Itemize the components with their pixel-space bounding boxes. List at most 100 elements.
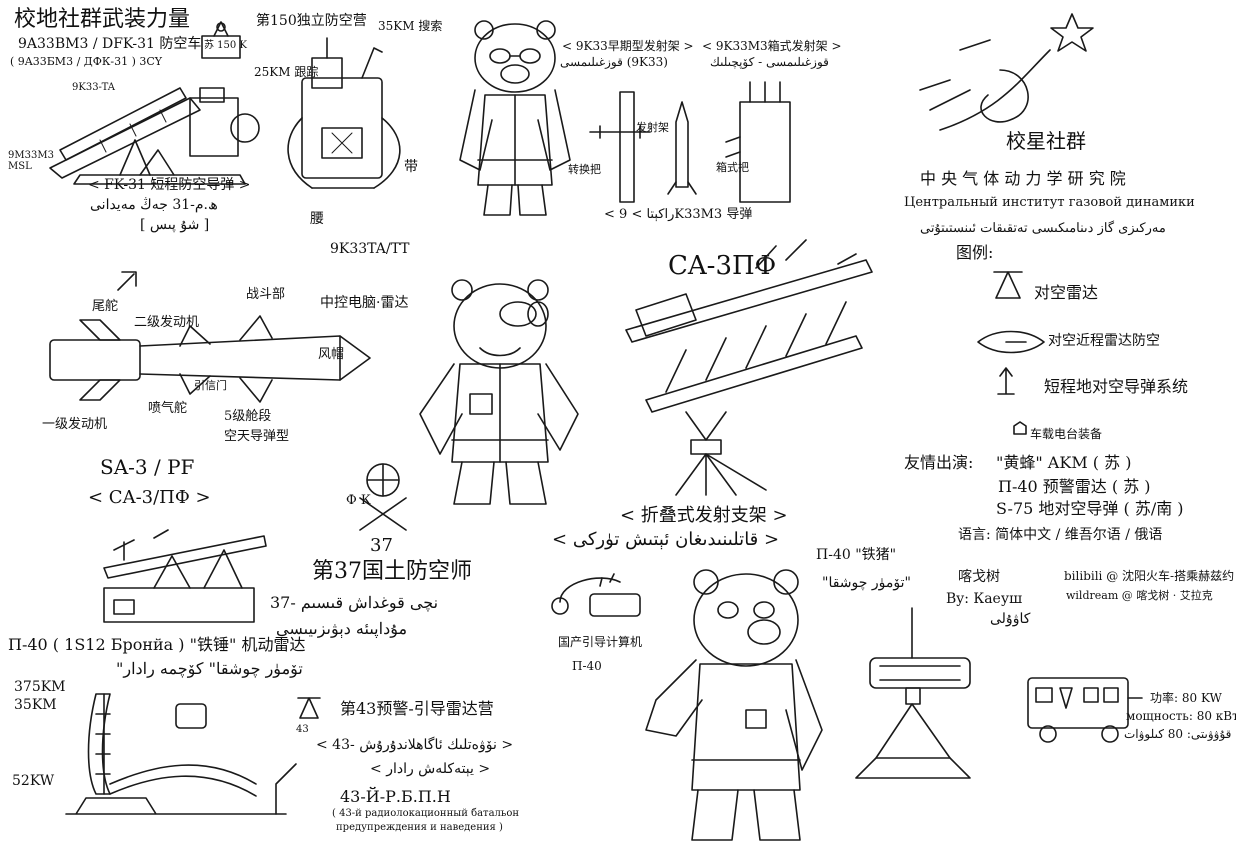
command-vehicle-drawing (1027, 677, 1143, 743)
division-emblem-icon (359, 463, 407, 531)
institute-zh: 中 央 气 体 动 力 学 研 究 院 (920, 169, 1126, 188)
institute-ru: Центральный институт газовой динамики (904, 195, 1195, 210)
languages-line: 语言: 简体中文 / 维吾尔语 / 俄语 (958, 527, 1163, 543)
artist-zh: 喀戈树 (958, 569, 1000, 585)
legend-item-radar: 对空雷达 (1034, 283, 1099, 302)
ca3pf-caption: < 折叠式发射支架 > (620, 505, 788, 526)
sheet-title: 校地社群武装力量 (14, 7, 191, 32)
9k33-vehicle-drawing (287, 37, 401, 189)
artist-ug: كاۋۇلى (990, 611, 1031, 627)
bear-mascot-1-drawing (459, 20, 571, 216)
battalion-ru-2: ( 43-й радиолокационный батальон (332, 808, 520, 819)
part-guidance: 中控电脑·雷达 (320, 295, 409, 311)
legend-title: 图例: (956, 243, 994, 262)
battalion-ru-3: предупреждения и наведения ) (336, 822, 503, 833)
battalion-ug-1: < 43- نۆۋەتلىك ئاگاھلاندۇرۇش > (316, 737, 514, 753)
headset-label: 国产引导计算机 (558, 635, 643, 649)
headset-computer-drawing (551, 573, 641, 617)
radar-tower-drawing (855, 607, 971, 779)
arrow-up-icon (997, 367, 1015, 395)
headset-model: П-40 (572, 659, 602, 673)
battalion-150-title: 第150独立防空营 (256, 13, 367, 29)
fk31-caption-ug2: [ شۇ پىس ] (140, 217, 210, 233)
vehicle-power-zh: 功率: 80 KW (1150, 691, 1222, 705)
msl-label: 9M33M3 MSL (8, 150, 54, 172)
9k33m3-caption: < راكېتا > 9K33M3 导弹 (604, 207, 753, 222)
bear3-label: П-40 "铁猪" (816, 547, 897, 563)
units-line-1: 9A33BM3 / DFK-31 防空车 (18, 36, 202, 52)
division-ug-2: مۇداپىئە دېۋىزىيىسى (276, 619, 408, 638)
missile-label: 9K33-TA (72, 82, 115, 93)
radar-icon (993, 271, 1023, 299)
friendly-line-2: П-40 预警雷达 ( 苏 ) (998, 477, 1151, 496)
fk31-launcher-drawing (49, 87, 260, 185)
label-waist: 腰 (310, 211, 324, 227)
vehicle-power-ru: мощность: 80 кВт (1126, 709, 1236, 723)
p40-range-375: 375KM (14, 679, 66, 695)
battalion-badge: 43 (296, 724, 309, 735)
sa3-name: SA-3 / PF (100, 455, 195, 479)
radar-badge-icon (297, 697, 321, 719)
label-belt: 带 (404, 159, 418, 175)
division-title: 第37国土防空师 (312, 559, 472, 584)
battalion-ug-2: < يېتەكلەش رادار > (370, 761, 491, 777)
artist-by: By: Каеуш (946, 591, 1023, 607)
part-fins: 风帽 (318, 347, 345, 362)
ca3pf-caption-ug: < قاتلىنىدىغان ئېتىش تۈركى > (552, 529, 780, 550)
bear3-label-ug: "تۆمۈر چوشقا" (822, 575, 911, 591)
division-number: 37 (370, 535, 393, 556)
vehicle-icon (1013, 421, 1027, 435)
legend-item-vehicle: 车载电台装备 (1030, 427, 1103, 441)
label-box-handle: 箱式把 (716, 161, 749, 174)
eye-icon (977, 330, 1045, 354)
part-booster2: 二级发动机 (134, 315, 200, 330)
legend-item-short-radar: 对空近程雷达防空 (1048, 333, 1160, 349)
friendly-line-1: "黄蜂" AKM ( 苏 ) (996, 453, 1132, 472)
battalion-ru-1: 43-Й-Р.Б.П.Н (340, 787, 451, 806)
credit-wildream: wildream @ 喀戈树 · 艾拉克 (1066, 589, 1213, 602)
label-launch-stand: 发射架 (636, 121, 669, 134)
friendly-line-3: S-75 地对空导弹 ( 苏/南 ) (996, 499, 1184, 518)
part-warhead: 战斗部 (246, 287, 286, 302)
part-fuse: 引信门 (194, 379, 227, 392)
9k33-model-label: 9K33TA/TT (330, 241, 410, 257)
radar-25-label: 25KM 跟踪 (254, 65, 319, 79)
early-launcher-header: < 9K33早期型发射架 > (562, 39, 694, 53)
sa3-launcher-drawing (103, 529, 267, 623)
unit-badge-text: 苏 150 K (204, 40, 247, 51)
p40-power: 52KW (12, 773, 55, 789)
fk31-caption: < FK-31 短程防空导弹 > (88, 177, 251, 193)
p40-name: П-40 ( 1S12 Бронйа ) "铁锤" 机动雷达 (8, 635, 306, 654)
part-steer: 尾舵 (92, 299, 119, 314)
part-type: 空天导弹型 (224, 429, 290, 444)
box-launcher-header: < 9K33M3箱式发射架 > (702, 39, 842, 53)
unit-badge-icon (201, 21, 241, 59)
9k33-launcher-drawing (589, 81, 791, 203)
bear-mascot-2-drawing (419, 279, 579, 505)
emblem-letters: Ф К (346, 493, 371, 508)
p40-radar-drawing (65, 693, 297, 815)
fk31-caption-ug1: ھ.م-31 جەڭ مەيدانى (90, 197, 218, 213)
label-switch-handle: 转换把 (568, 163, 601, 176)
part-stage: 5级舱段 (224, 409, 272, 424)
battalion-title: 第43预警-引导雷达营 (340, 699, 494, 718)
ca3pf-launcher-drawing (625, 239, 873, 496)
corner-arrow-icon (117, 271, 137, 291)
radar-35-label: 35KM 搜索 (378, 19, 443, 33)
credit-bilibili: bilibili @ 沈阳火车-搭乘赫兹约 (1064, 569, 1235, 583)
vehicle-power-ug: قۇۋۋىتى: 80 كىلوۋات (1124, 727, 1232, 741)
bear-mascot-3-drawing (645, 569, 823, 841)
part-booster1: 一级发动机 (42, 417, 108, 432)
units-line-2: ( 9A33БМ3 / ДФК-31 ) 3CY (10, 55, 163, 68)
star-logo-icon (919, 13, 1094, 131)
institute-ug: مەركىزى گاز دىنامىكىسى تەتقىقات ئىنستىتۇ… (920, 221, 1166, 236)
friendly-label: 友情出演: (904, 453, 974, 472)
division-ug-1: 37- نچى قوغداش قىسىم (270, 593, 439, 612)
sa3-missile-drawing (49, 315, 371, 403)
logo-title: 校星社群 (1006, 129, 1086, 153)
box-launcher-ug: قوزغىلىمسى - كۆپچىلىك (710, 55, 829, 69)
p40-range-35: 35KM (14, 697, 57, 713)
sa3-name-ru: < CA-3/ПФ > (88, 487, 211, 508)
part-nozzle: 喷气舵 (148, 401, 188, 416)
